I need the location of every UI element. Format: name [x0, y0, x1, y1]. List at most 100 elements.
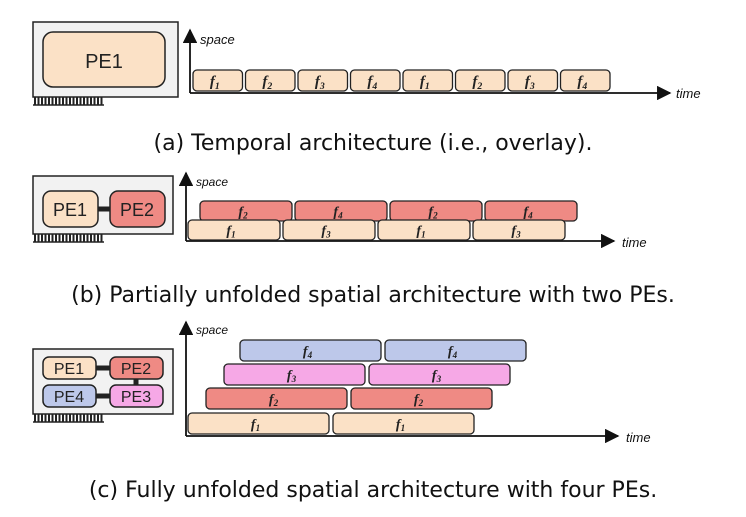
task-box	[454, 69, 506, 92]
caption-c: (c) Fully unfolded spatial architecture …	[89, 478, 657, 503]
connector-pin	[93, 97, 96, 105]
task-box	[192, 69, 244, 92]
task-label: f4	[367, 74, 377, 92]
task-label: f2	[269, 392, 279, 408]
connector-pin	[97, 234, 99, 242]
task-label: f4	[577, 74, 587, 92]
connector-pin	[72, 97, 75, 105]
connector-pin	[48, 414, 50, 422]
task-label: f3	[432, 368, 442, 384]
task-subscript: 1	[215, 81, 220, 92]
connector-pin	[55, 234, 57, 242]
task-label: f3	[321, 224, 331, 240]
task-box	[282, 219, 376, 241]
fpga-board-c: PE1 PE2 PE4 PE3	[32, 348, 174, 423]
task-label: f3	[511, 224, 521, 240]
connector-pin	[72, 414, 75, 422]
task-subscript: 3	[325, 230, 331, 240]
task-box	[402, 69, 454, 92]
connector-pin	[69, 97, 71, 105]
time-axis-label-c: time	[626, 430, 651, 445]
pe1-label-a: PE1	[85, 51, 123, 73]
task-subscript: 3	[436, 374, 442, 384]
task-subscript: 4	[307, 350, 313, 360]
connector-pin	[34, 234, 36, 242]
connector-pin	[51, 414, 54, 422]
task-box	[297, 69, 349, 92]
connector-pin	[65, 97, 68, 105]
task-label: f2	[428, 205, 438, 221]
connector-pin	[76, 97, 78, 105]
pe1-label-c: PE1	[54, 361, 84, 378]
space-axis-label-b: space	[196, 175, 228, 189]
connector-pin	[90, 234, 92, 242]
board-b-pins	[33, 234, 104, 243]
connector-pin	[69, 234, 71, 242]
task-label: f4	[448, 344, 458, 360]
connector-pin	[37, 234, 40, 242]
task-label: f3	[525, 74, 535, 92]
task-label: f1	[396, 417, 405, 433]
task-subscript: 1	[425, 81, 430, 92]
task-label: f2	[262, 74, 272, 92]
caption-b: (b) Partially unfolded spatial architect…	[71, 283, 675, 308]
connector-pin	[62, 97, 64, 105]
connector-pin	[100, 414, 103, 422]
connector-pin	[100, 234, 103, 242]
task-box	[187, 219, 281, 241]
task-label: f1	[420, 74, 430, 92]
time-axis-label-b: time	[622, 235, 647, 250]
connector-pin	[79, 97, 82, 105]
pe4-block-c	[42, 384, 97, 408]
connector-pin	[86, 414, 89, 422]
pe3-label-c: PE3	[121, 389, 151, 406]
task-box	[187, 412, 330, 435]
task-subscript: 1	[256, 423, 261, 433]
task-subscript: 3	[529, 81, 535, 92]
pe2-label-b: PE2	[120, 200, 154, 220]
task-label: f2	[472, 74, 482, 92]
task-row-c-4: f4 f4	[239, 339, 527, 362]
task-subscript: 3	[291, 374, 297, 384]
connector-pin	[62, 234, 64, 242]
connector-pin	[55, 414, 57, 422]
connector-pin	[86, 234, 89, 242]
connector-pin	[93, 414, 96, 422]
task-label: f4	[523, 205, 533, 221]
board-a-pins	[33, 97, 104, 106]
connector-pin	[44, 414, 47, 422]
space-axis-label-a: space	[200, 32, 235, 47]
connector-pin	[37, 414, 40, 422]
task-subscript: 3	[515, 230, 521, 240]
connector-pin	[90, 97, 92, 105]
task-subscript: 4	[527, 211, 533, 221]
connector-pin	[48, 97, 50, 105]
task-box	[349, 69, 401, 92]
pe1-block-a	[42, 31, 166, 88]
caption-a: (a) Temporal architecture (i.e., overlay…	[154, 131, 593, 156]
pe1-block-c	[42, 356, 97, 380]
space-axis-label-c: space	[196, 323, 228, 337]
connector-pin	[65, 234, 68, 242]
task-box	[472, 219, 566, 241]
task-box	[205, 387, 348, 410]
task-row-c-1: f1 f1	[187, 412, 475, 435]
task-subscript: 3	[319, 81, 325, 92]
task-box	[384, 339, 527, 362]
task-box	[350, 387, 493, 410]
connector-pin	[83, 414, 85, 422]
task-box	[507, 69, 559, 92]
task-label: f2	[414, 392, 424, 408]
pe4-label-c: PE4	[54, 389, 84, 406]
task-label: f4	[303, 344, 313, 360]
connector-pin	[65, 414, 68, 422]
task-label: f2	[238, 205, 248, 221]
task-label: f1	[251, 417, 260, 433]
task-subscript: 4	[371, 81, 377, 92]
connector-pin	[93, 234, 96, 242]
task-subscript: 4	[581, 81, 587, 92]
